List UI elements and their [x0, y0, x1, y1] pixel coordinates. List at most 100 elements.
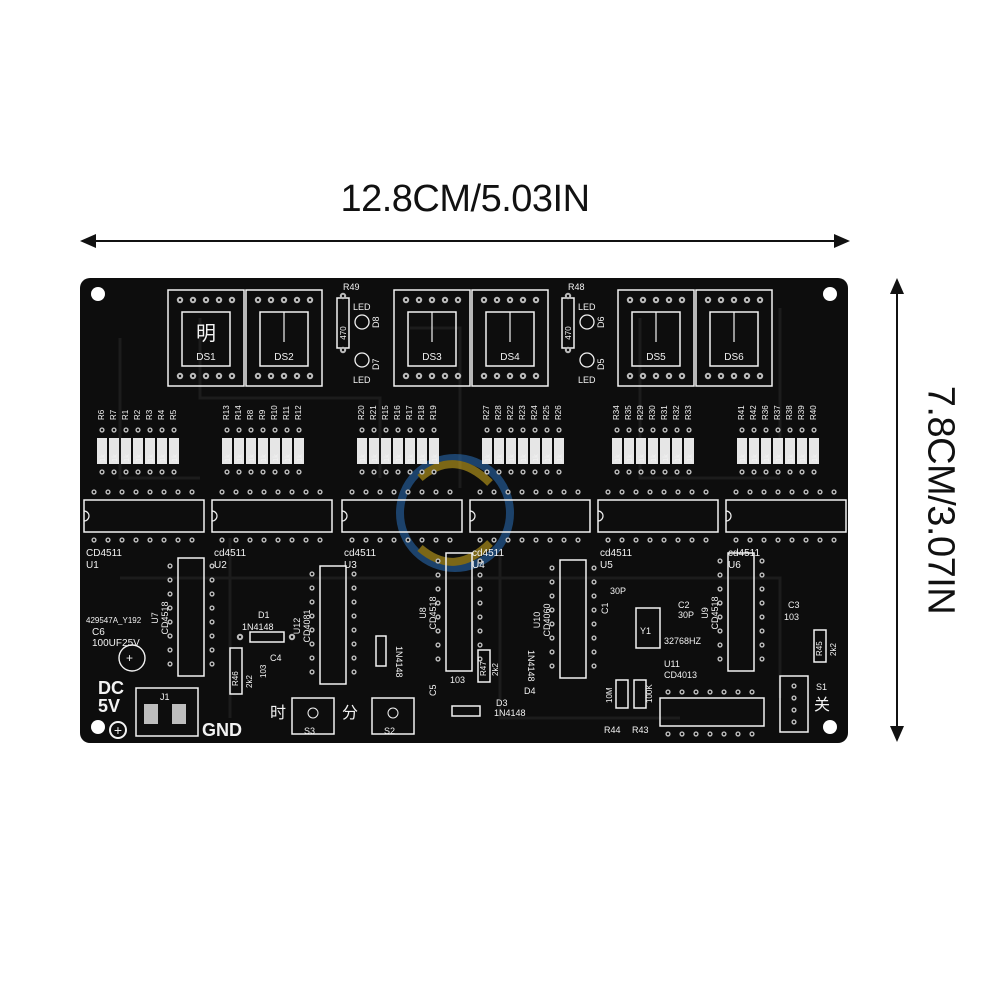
- pad-hole: [269, 374, 273, 378]
- pad-hole: [719, 374, 723, 378]
- notch: [597, 510, 604, 522]
- pad-hole: [310, 614, 314, 618]
- pad-hole: [708, 732, 712, 736]
- pad-hole: [534, 538, 538, 542]
- display-glyph: 明: [196, 323, 216, 345]
- resistor-body: [109, 438, 119, 464]
- pad-hole: [297, 428, 301, 432]
- pad-hole: [520, 490, 524, 494]
- pad-hole: [732, 374, 736, 378]
- r46-outline: [229, 647, 243, 695]
- resistor-body: [636, 438, 646, 464]
- pad-hole: [378, 490, 382, 494]
- c5-value: 103: [450, 675, 465, 685]
- pad-hole: [191, 298, 195, 302]
- resistor-value: 1k: [557, 454, 564, 462]
- pad-hole: [745, 374, 749, 378]
- pad-hole: [436, 559, 440, 563]
- resistor-ref: R32: [672, 405, 681, 420]
- pad-hole: [406, 490, 410, 494]
- ic-outline: [659, 697, 765, 727]
- display-ds6: DS6: [695, 289, 773, 387]
- pad-hole: [210, 620, 214, 624]
- pad-hole: [562, 538, 566, 542]
- pad-hole: [282, 298, 286, 302]
- pad-hole: [256, 298, 260, 302]
- pad-hole: [234, 538, 238, 542]
- resistor-ref: R22: [506, 405, 515, 420]
- pad-hole: [478, 490, 482, 494]
- resistor-body: [417, 438, 427, 464]
- decoder-ics: CD4511U1cd4511U2cd4511U3cd4511U4cd4511U5…: [83, 489, 847, 571]
- pad-hole: [350, 538, 354, 542]
- pad-hole: [740, 428, 744, 432]
- pad-hole: [615, 470, 619, 474]
- pad-hole: [492, 538, 496, 542]
- pad-hole: [273, 428, 277, 432]
- resistor-value: 1k: [124, 454, 131, 462]
- pad-hole: [776, 470, 780, 474]
- led-ref: D8: [371, 316, 381, 328]
- pad-hole: [628, 374, 632, 378]
- pad-hole: [719, 298, 723, 302]
- pad-hole: [172, 428, 176, 432]
- resistor-ref: R11: [282, 405, 291, 420]
- pad-hole: [360, 428, 364, 432]
- resistor-ref: R19: [429, 405, 438, 420]
- resistor-value: 1k: [627, 454, 634, 462]
- pad-hole: [545, 428, 549, 432]
- r44-value: 10M: [605, 687, 614, 703]
- resistor-value: 470: [339, 326, 348, 340]
- pad-hole: [148, 490, 152, 494]
- resistor-arrays: R61kR71kR11kR21kR31kR41kR51kR131kR141kR8…: [97, 405, 819, 475]
- pad-hole: [812, 428, 816, 432]
- pad-hole: [748, 490, 752, 494]
- pad-hole: [430, 374, 434, 378]
- resistor-value: 1k: [384, 454, 391, 462]
- pad-hole: [576, 490, 580, 494]
- ic-outline: [727, 552, 755, 672]
- pad-hole: [217, 374, 221, 378]
- pad-hole: [478, 643, 482, 647]
- display-outline: [393, 289, 471, 387]
- r43-value: 100K: [645, 684, 654, 703]
- notch: [211, 510, 218, 522]
- pad-hole: [234, 490, 238, 494]
- pad-hole: [760, 657, 764, 661]
- resistor-ref: R31: [660, 405, 669, 420]
- pad-hole: [788, 470, 792, 474]
- pad-hole: [764, 428, 768, 432]
- pad-hole: [168, 648, 172, 652]
- pad-hole: [548, 538, 552, 542]
- resistor-ref: R25: [542, 405, 551, 420]
- pad-hole: [448, 490, 452, 494]
- pad-hole: [225, 428, 229, 432]
- pcb-substrate: [80, 278, 848, 743]
- board-id: 429547A_Y192: [86, 616, 142, 625]
- pad-hole: [295, 374, 299, 378]
- gnd-label: GND: [202, 720, 242, 740]
- pad-hole: [136, 470, 140, 474]
- resistor-body: [157, 438, 167, 464]
- decoder-ref: U1: [86, 560, 99, 571]
- c6-ref: C6: [92, 627, 105, 638]
- pad-hole: [190, 490, 194, 494]
- pad-hole: [718, 587, 722, 591]
- pad-hole: [509, 428, 513, 432]
- pad-hole: [760, 601, 764, 605]
- pad-hole: [676, 490, 680, 494]
- pad-hole: [740, 470, 744, 474]
- pad-hole: [282, 374, 286, 378]
- pad-hole: [310, 628, 314, 632]
- pad-hole: [509, 470, 513, 474]
- pad-hole: [432, 470, 436, 474]
- notch: [341, 510, 348, 522]
- resistor-value: 1k: [615, 454, 622, 462]
- pad-hole: [100, 470, 104, 474]
- pad-hole: [168, 634, 172, 638]
